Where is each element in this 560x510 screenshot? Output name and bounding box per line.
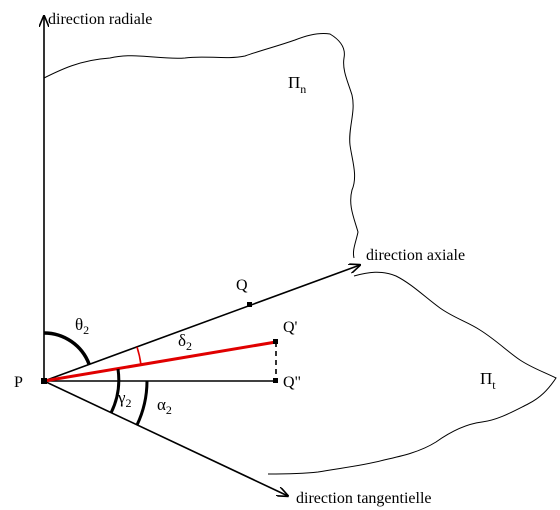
point-q2-label: Q" [283, 374, 301, 391]
alpha-arc [135, 380, 149, 426]
axial-axis [43, 265, 360, 382]
axial-direction-label: direction axiale [366, 247, 465, 264]
red-vector-pq1 [43, 340, 277, 383]
theta-arc [43, 331, 91, 365]
delta-arc [136, 346, 142, 366]
point-q1-marker [273, 339, 278, 344]
point-q2-marker [273, 378, 278, 383]
tangential-direction-label: direction tangentielle [296, 490, 432, 507]
plane-t-label: Πt [480, 369, 496, 392]
plane-n-label: Πn [288, 73, 306, 96]
point-p-marker [41, 378, 47, 384]
point-p-label: P [14, 374, 23, 391]
theta-label: θ2 [75, 315, 89, 337]
plane-t-outline [267, 271, 557, 475]
point-q-label: Q [236, 277, 248, 294]
alpha-label: α2 [157, 395, 172, 417]
gamma-label: γ2 [117, 388, 132, 410]
plane-n-outline [43, 33, 359, 259]
point-q1-label: Q' [283, 319, 298, 336]
gamma-arc [109, 368, 121, 414]
radial-direction-label: direction radiale [48, 11, 152, 28]
point-q-marker [247, 302, 252, 307]
tangential-axis [43, 380, 288, 496]
delta-label: δ2 [178, 331, 192, 353]
